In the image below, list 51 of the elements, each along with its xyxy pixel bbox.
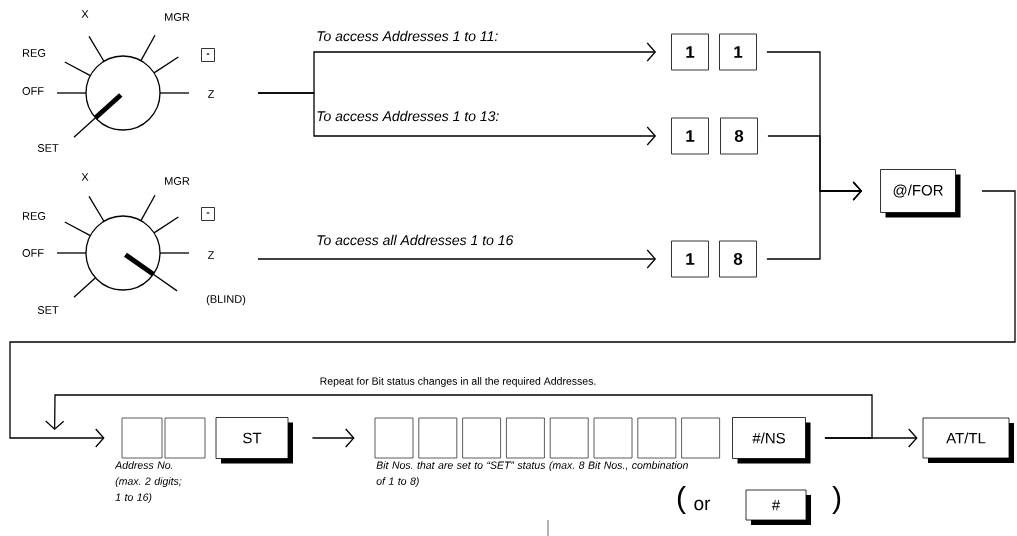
number-key: 1 bbox=[719, 33, 757, 71]
key-button: AT/TL bbox=[922, 417, 1014, 463]
parenthesis: ) bbox=[832, 486, 841, 514]
arrow bbox=[45, 394, 873, 439]
number-key: 1 bbox=[671, 117, 709, 155]
caption-text: Address No. (max. 2 digits; 1 to 16) bbox=[114, 461, 182, 503]
key-button: @/FOR bbox=[880, 169, 961, 218]
minus-key: - bbox=[201, 48, 215, 62]
entry-box bbox=[164, 417, 206, 459]
switch-position-label: (BLIND) bbox=[206, 294, 246, 306]
switch-position-label: X bbox=[81, 10, 89, 18]
entry-box bbox=[549, 417, 589, 459]
entry-box bbox=[637, 417, 677, 459]
switch-position-label: Z bbox=[208, 251, 214, 259]
entry-box bbox=[681, 417, 720, 459]
edge-label: To access all Addresses 1 to 16 bbox=[315, 233, 515, 247]
arrow bbox=[9, 190, 1016, 448]
switch-position-label: REG bbox=[23, 212, 46, 220]
entry-box bbox=[593, 417, 633, 459]
or-text: or bbox=[694, 499, 711, 511]
switch-position-label: MGR bbox=[165, 13, 190, 21]
switch-position-label: SET bbox=[37, 144, 59, 152]
number-key: 1 bbox=[671, 240, 709, 278]
switch-position-label: OFF bbox=[22, 87, 44, 95]
arrow bbox=[311, 428, 355, 448]
edge-label: To access Addresses 1 to 13: bbox=[315, 109, 501, 123]
switch-position-label: REG bbox=[23, 49, 46, 57]
entry-box bbox=[121, 417, 163, 459]
entry-box bbox=[506, 417, 545, 459]
switch-position-label: Z bbox=[208, 90, 214, 98]
switch-position-label: OFF bbox=[22, 249, 44, 257]
key-button: #/NS bbox=[732, 417, 811, 464]
parenthesis: ( bbox=[677, 486, 686, 514]
key-button: # bbox=[745, 489, 811, 525]
arrow bbox=[257, 249, 657, 269]
arrow bbox=[766, 181, 863, 260]
entry-box bbox=[374, 417, 414, 459]
number-key: 8 bbox=[720, 117, 758, 155]
entry-box bbox=[418, 417, 458, 459]
arrow bbox=[257, 92, 657, 146]
caption-text: Bit Nos. that are set to “SET” status (max. 8 Bit Nos., combination of 1 to 8) bbox=[376, 461, 688, 487]
number-key: 1 bbox=[671, 33, 709, 71]
entry-box bbox=[462, 417, 501, 459]
switch-position-label: MGR bbox=[165, 177, 190, 185]
switch-position-label: SET bbox=[37, 306, 59, 314]
key-button: ST bbox=[215, 417, 293, 464]
edge-label: Repeat for Bit status changes in all the required Addresses. bbox=[318, 376, 598, 388]
minus-key: - bbox=[201, 207, 215, 221]
number-key: 8 bbox=[719, 240, 757, 278]
switch-position-label: X bbox=[81, 173, 89, 181]
edge-label: To access Addresses 1 to 11: bbox=[315, 29, 500, 43]
